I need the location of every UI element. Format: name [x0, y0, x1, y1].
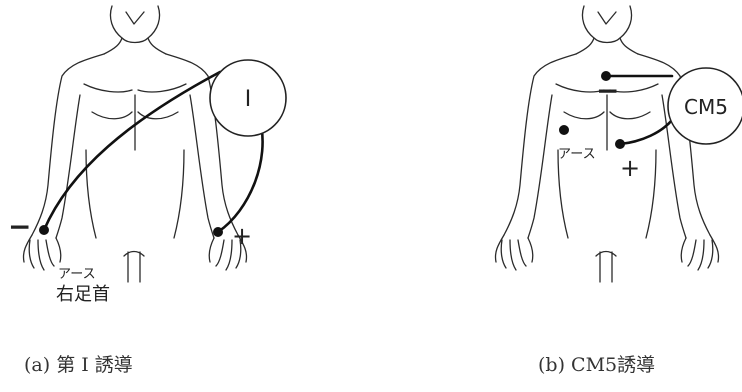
- minus-sign-b: −: [596, 74, 619, 107]
- electrode-minus-a: [39, 225, 49, 235]
- body-outline-a: [23, 6, 246, 282]
- plus-sign-b: +: [620, 154, 640, 182]
- lead-wire-plus-b: [620, 120, 672, 144]
- ground-location-a: 右足首: [56, 284, 110, 305]
- electrode-ground-b: [559, 125, 569, 135]
- panel-b: CM5 − + アース: [495, 6, 742, 282]
- caption-a: (a) 第 I 誘導: [24, 350, 133, 377]
- lead-wire-minus-a: [44, 72, 220, 230]
- lead-symbol-b: CM5: [684, 95, 728, 119]
- lead-wire-plus-a: [218, 120, 263, 232]
- plus-sign-a: +: [232, 222, 252, 250]
- minus-sign-a: −: [8, 210, 31, 243]
- ground-label-a: アース: [58, 267, 96, 282]
- lead-symbol-a: I: [245, 87, 252, 112]
- ground-label-b: アース: [558, 147, 596, 162]
- electrode-plus-a: [213, 227, 223, 237]
- caption-b: (b) CM5誘導: [538, 350, 655, 377]
- panel-a: I − + アース 右足首: [8, 6, 286, 305]
- electrode-plus-b: [615, 139, 625, 149]
- body-outline-b: [495, 6, 718, 282]
